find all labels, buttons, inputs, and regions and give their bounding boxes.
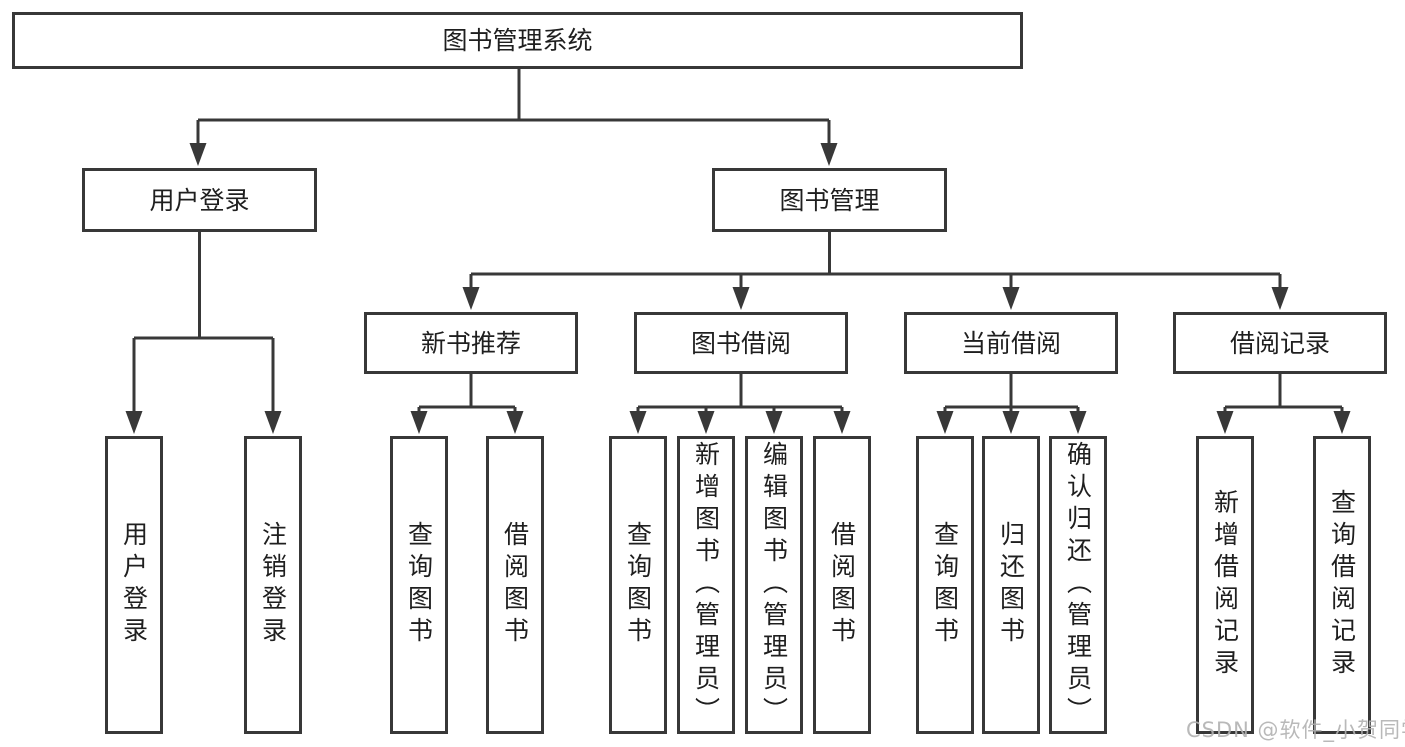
group-book-borrowing-label: 图书借阅 (690, 328, 791, 358)
group-new-book-recommend: 新书推荐 (364, 312, 578, 374)
leaf-borrow-books-1-label: 借阅图书 (500, 521, 530, 649)
leaf-query-books-1-label: 查询图书 (404, 521, 434, 649)
leaf-borrow-books-2: 借阅图书 (813, 436, 871, 734)
csdn-watermark: CSDN @软件_小贺同学 (1186, 718, 1405, 742)
group-current-borrowing-label: 当前借阅 (960, 328, 1061, 358)
leaf-return-books: 归还图书 (982, 436, 1040, 734)
root-node-library-system: 图书管理系统 (12, 12, 1023, 69)
leaf-logout: 注销登录 (244, 436, 302, 734)
leaf-edit-books-admin-label: 编辑图书（管理员） (759, 441, 789, 729)
leaf-user-login-label: 用户登录 (119, 521, 149, 649)
root-node-label: 图书管理系统 (442, 26, 593, 55)
leaf-query-borrow-record: 查询借阅记录 (1313, 436, 1371, 734)
leaf-query-books-2-label: 查询图书 (623, 521, 653, 649)
leaf-logout-label: 注销登录 (258, 521, 288, 649)
branch-user-login-label: 用户登录 (149, 185, 250, 215)
leaf-add-books-admin-label: 新增图书（管理员） (691, 441, 721, 729)
branch-book-management-label: 图书管理 (779, 185, 880, 215)
group-new-book-recommend-label: 新书推荐 (420, 328, 521, 358)
group-borrow-records-label: 借阅记录 (1229, 328, 1330, 358)
leaf-add-borrow-record-label: 新增借阅记录 (1210, 489, 1240, 681)
group-book-borrowing: 图书借阅 (634, 312, 848, 374)
leaf-query-books-3-label: 查询图书 (930, 521, 960, 649)
leaf-query-books-1: 查询图书 (390, 436, 448, 734)
leaf-edit-books-admin: 编辑图书（管理员） (745, 436, 803, 734)
group-borrow-records: 借阅记录 (1173, 312, 1387, 374)
leaf-add-books-admin: 新增图书（管理员） (677, 436, 735, 734)
leaf-borrow-books-2-label: 借阅图书 (827, 521, 857, 649)
leaf-query-books-2: 查询图书 (609, 436, 667, 734)
branch-book-management: 图书管理 (712, 168, 947, 232)
leaf-confirm-return-admin: 确认归还（管理员） (1049, 436, 1107, 734)
leaf-query-books-3: 查询图书 (916, 436, 974, 734)
leaf-query-borrow-record-label: 查询借阅记录 (1327, 489, 1357, 681)
leaf-borrow-books-1: 借阅图书 (486, 436, 544, 734)
leaf-user-login: 用户登录 (105, 436, 163, 734)
branch-user-login: 用户登录 (82, 168, 317, 232)
group-current-borrowing: 当前借阅 (904, 312, 1118, 374)
arrowhead-icons (125, 143, 1351, 434)
leaf-confirm-return-admin-label: 确认归还（管理员） (1063, 441, 1093, 729)
leaf-add-borrow-record: 新增借阅记录 (1196, 436, 1254, 734)
leaf-return-books-label: 归还图书 (996, 521, 1026, 649)
